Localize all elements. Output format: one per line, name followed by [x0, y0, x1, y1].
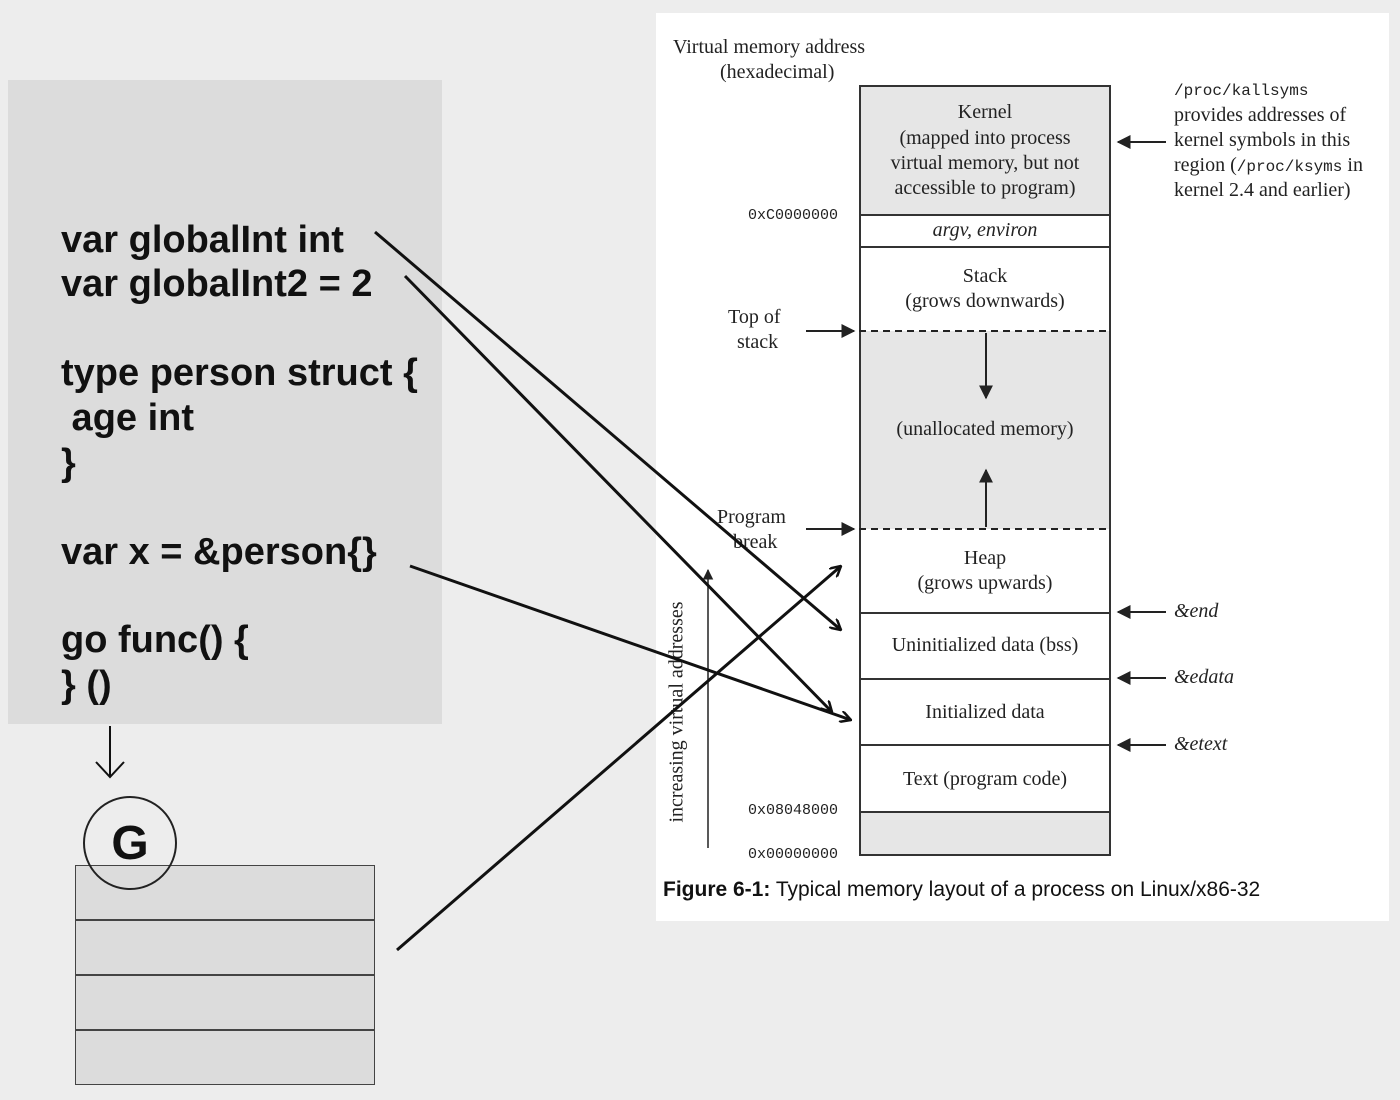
address-zero: 0x00000000: [748, 846, 839, 863]
ksyms-path: /proc/ksyms: [1236, 158, 1343, 176]
goroutine-circle: [83, 796, 177, 890]
argv-environ-label: argv, environ: [932, 219, 1038, 241]
top-of-stack-label-1: Top of: [728, 306, 781, 328]
go-to-goroutine-arrowhead: [95, 761, 125, 779]
segment-text: [859, 744, 1111, 813]
globalint2-to-initialized-arrow: [403, 274, 832, 712]
kernel-desc-3: accessible to program): [894, 177, 1076, 199]
segment-bss: [859, 612, 1111, 680]
goroutine-stack-to-heap-arrow: [396, 566, 841, 952]
globalint-to-bss-arrow: [374, 230, 841, 630]
kernel-label: Kernel: [957, 101, 1013, 123]
kallsyms-note-line3: kernel symbols in this: [1174, 129, 1351, 151]
code-line-type-person: type person struct {: [61, 352, 418, 394]
axis-title-line2: (hexadecimal): [720, 61, 835, 83]
segment-stack: [859, 246, 1111, 332]
segment-argv-environ: [859, 214, 1111, 248]
kallsyms-note-line4: region (/proc/ksyms in: [1174, 154, 1363, 177]
stack-desc: (grows downwards): [905, 290, 1065, 312]
program-break-label-1: Program: [717, 506, 786, 528]
code-line-var-x: var x = &person{}: [61, 531, 377, 573]
var-x-to-initialized-arrow: [409, 564, 851, 720]
segment-kernel: [859, 85, 1111, 216]
kallsyms-path: /proc/kallsyms: [1174, 82, 1309, 100]
bss-label: Uninitialized data (bss): [891, 634, 1079, 656]
address-kernel-start: 0xC0000000: [748, 207, 839, 224]
kallsyms-note-line5: kernel 2.4 and earlier): [1174, 179, 1351, 201]
stack-frame: [75, 1030, 375, 1085]
stack-frame: [75, 975, 375, 1030]
stack-frame: [75, 920, 375, 975]
text-segment-label: Text (program code): [902, 768, 1068, 790]
figure-caption-number: Figure 6-1:: [663, 878, 771, 901]
segment-reserved: [859, 811, 1111, 856]
top-of-stack-label-2: stack: [737, 331, 779, 353]
initialized-data-label: Initialized data: [925, 701, 1045, 723]
symbol-etext: &etext: [1174, 733, 1228, 755]
code-line-global-int: var globalInt int: [61, 219, 344, 261]
segment-initialized-data: [859, 678, 1111, 746]
figure-caption: Figure 6-1: Typical memory layout of a p…: [663, 878, 1260, 902]
kernel-desc-1: (mapped into process: [899, 127, 1071, 149]
unallocated-label: (unallocated memory): [896, 418, 1074, 440]
kernel-desc-2: virtual memory, but not: [890, 152, 1080, 174]
address-text-start: 0x08048000: [748, 802, 839, 819]
code-line-func-close: } (): [61, 664, 112, 706]
heap-label: Heap: [963, 547, 1007, 569]
figure-caption-text: Typical memory layout of a process on Li…: [770, 878, 1261, 901]
code-line-age-field: age int: [61, 397, 195, 439]
code-line-struct-close: }: [61, 442, 76, 484]
goroutine-label: G: [111, 817, 149, 870]
symbol-end: &end: [1174, 600, 1219, 622]
stack-label: Stack: [962, 265, 1008, 287]
kallsyms-note-line4-suffix: in: [1342, 154, 1363, 176]
kallsyms-note-line2: provides addresses of: [1174, 104, 1347, 126]
kallsyms-note-line4-prefix: region (: [1174, 154, 1237, 176]
code-line-global-int2: var globalInt2 = 2: [61, 263, 373, 305]
heap-desc: (grows upwards): [917, 572, 1053, 594]
segment-heap: [859, 529, 1111, 614]
symbol-edata: &edata: [1174, 666, 1234, 688]
axis-title-line1: Virtual memory address: [673, 36, 866, 58]
code-line-go-func: go func() {: [61, 619, 249, 661]
code-panel: [8, 80, 442, 724]
